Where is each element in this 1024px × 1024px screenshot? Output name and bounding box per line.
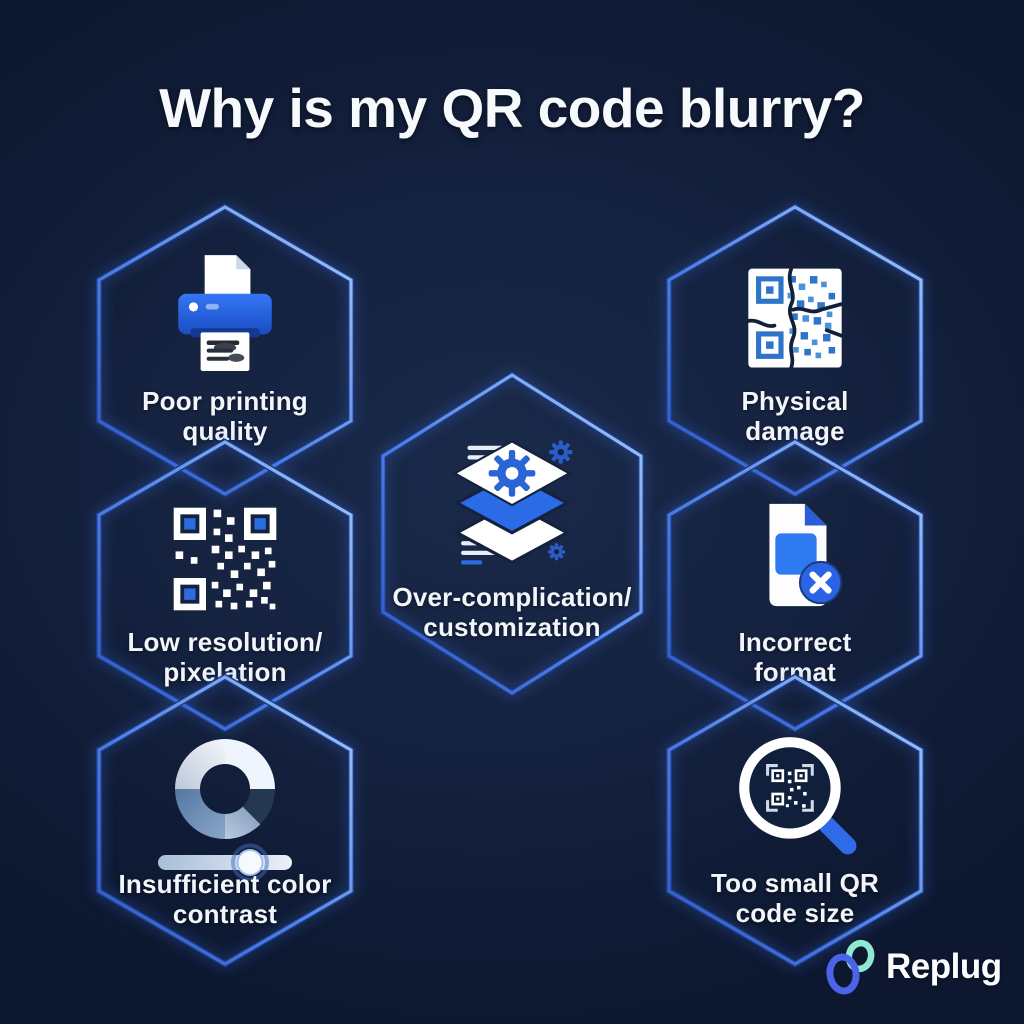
- card-label: Insufficient color contrast: [118, 869, 332, 929]
- card-insufficient-color-contrast: Insufficient color contrast: [95, 673, 355, 968]
- card-label: Incorrect format: [738, 627, 852, 687]
- page-title: Why is my QR code blurry?: [159, 77, 865, 139]
- hexagon-outline: [96, 203, 354, 498]
- cracked-qr-icon: [746, 266, 844, 370]
- hexagon-outline: [666, 203, 924, 498]
- slider-track: [158, 855, 292, 870]
- magnifier-qr-icon: [739, 737, 857, 855]
- qr-code-icon: [173, 507, 277, 611]
- replug-logo-text: Replug: [886, 947, 1002, 986]
- card-label: Physical damage: [741, 386, 849, 446]
- card-label: Too small QR code size: [710, 868, 880, 928]
- printer-icon: [178, 255, 272, 371]
- card-label: Low resolution/ pixelation: [127, 627, 323, 687]
- hexagon-outline: [96, 438, 354, 733]
- card-low-resolution-pixelation: Low resolution/ pixelation: [95, 438, 355, 733]
- card-physical-damage: Physical damage: [665, 203, 925, 498]
- slider-knob: [236, 849, 264, 876]
- card-label: Over-complication/ customization: [392, 582, 632, 642]
- document-error-icon: [769, 503, 843, 607]
- card-too-small-qr-code-size: Too small QR code size: [665, 673, 925, 968]
- replug-logo: Replug: [824, 936, 1002, 998]
- contrast-slider-icon: [158, 739, 292, 881]
- hexagon-outline: [666, 673, 924, 968]
- layers-gear-icon: [452, 440, 573, 565]
- card-over-complication-customization: Over-complication/ customization: [379, 371, 645, 697]
- hexagon-outline: [666, 438, 924, 733]
- hexagon-outline: [96, 673, 354, 968]
- replug-logo-icon: [826, 939, 875, 995]
- hexagon-outline: [380, 371, 644, 697]
- card-incorrect-format: Incorrect format: [665, 438, 925, 733]
